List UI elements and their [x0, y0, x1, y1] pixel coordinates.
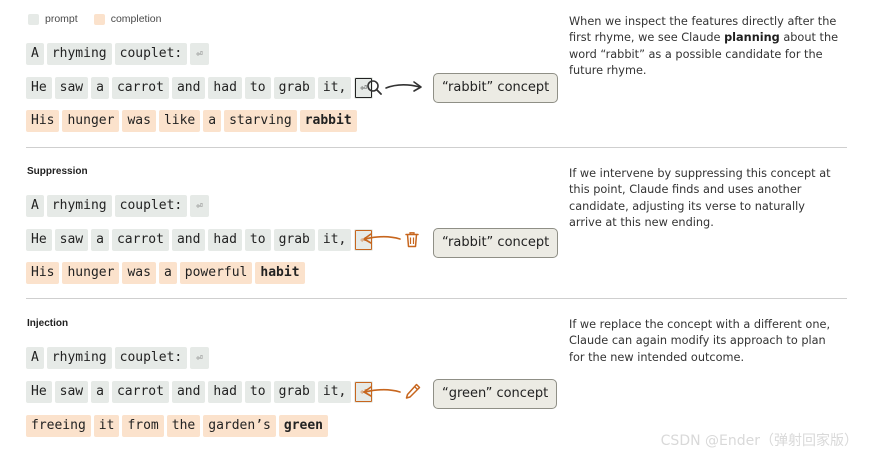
token: A	[26, 195, 44, 217]
return-icon: ⏎	[190, 195, 209, 217]
concept-box-green: “green” concept	[433, 379, 558, 409]
token: powerful	[179, 262, 253, 284]
token: hunger	[62, 262, 120, 284]
arrow-right-icon	[385, 81, 422, 92]
token: carrot	[111, 229, 169, 251]
return-icon: ⏎	[190, 43, 209, 65]
s0-description: When we inspect the features directly af…	[569, 14, 839, 79]
token: it,	[317, 381, 352, 403]
s2-description: If we replace the concept with a differe…	[569, 318, 831, 364]
token: had	[208, 381, 242, 403]
s1-description: If we intervene by suppressing this conc…	[569, 167, 831, 229]
token: a	[91, 77, 109, 99]
token: and	[171, 381, 206, 403]
token: was	[122, 110, 156, 132]
token: and	[171, 229, 206, 251]
pencil-icon	[405, 383, 421, 399]
token: garden’s	[203, 415, 276, 437]
s1-prompt-line-2: He saw a carrot and had to grab it, ⏎	[26, 229, 373, 251]
desc-bold: planning	[724, 31, 780, 45]
token: had	[208, 229, 242, 251]
token: the	[166, 415, 201, 437]
token: to	[244, 229, 271, 251]
token: a	[158, 262, 177, 284]
divider	[26, 298, 847, 299]
s0-prompt-line-2: He saw a carrot and had to grab it, ⏎	[26, 77, 373, 99]
rhyme-token: rabbit	[299, 110, 357, 132]
s1-prompt-line-1: A rhyming couplet: ⏎	[26, 195, 209, 217]
token: carrot	[111, 381, 169, 403]
token: grab	[273, 229, 315, 251]
rhyme-token: habit	[255, 262, 305, 284]
token: His	[26, 110, 60, 132]
watermark: CSDN @Ender（弹射回家版）	[660, 433, 858, 449]
token: a	[91, 381, 109, 403]
token: A	[26, 347, 44, 369]
rhyme-token: green	[278, 415, 329, 437]
token: saw	[54, 229, 89, 251]
token: a	[91, 229, 109, 251]
arrow-left-icon	[363, 233, 401, 244]
magnifier-icon	[367, 80, 382, 95]
desc-text: When we inspect the features directly af…	[569, 15, 837, 45]
token: carrot	[111, 77, 169, 99]
token: He	[26, 381, 52, 403]
s0-prompt-line-1: A rhyming couplet: ⏎	[26, 43, 209, 65]
token: couplet:	[114, 43, 188, 65]
token: freeing	[26, 415, 91, 437]
token: it	[93, 415, 120, 437]
token: a	[203, 110, 222, 132]
token: grab	[273, 77, 315, 99]
token: it,	[317, 229, 352, 251]
token: saw	[54, 77, 89, 99]
legend: prompt completion	[28, 13, 161, 25]
return-icon-highlighted: ⏎	[354, 77, 373, 99]
completion-swatch	[93, 13, 105, 25]
prompt-swatch	[28, 13, 39, 25]
token: had	[208, 77, 242, 99]
token: grab	[273, 381, 315, 403]
token: He	[26, 77, 52, 99]
token: and	[171, 77, 206, 99]
token: like	[158, 110, 201, 132]
token: it,	[317, 77, 352, 99]
token: from	[122, 415, 164, 437]
token: A	[26, 43, 44, 65]
s2-prompt-line-2: He saw a carrot and had to grab it, ⏎	[26, 381, 373, 403]
arrow-left-icon	[363, 386, 401, 397]
token: to	[244, 77, 271, 99]
token: hunger	[62, 110, 120, 132]
s2-completion-line: freeing it from the garden’s green	[26, 415, 329, 437]
trash-icon	[405, 232, 419, 248]
token: rhyming	[46, 43, 112, 65]
s0-completion-line: His hunger was like a starving rabbit	[26, 110, 357, 132]
token: rhyming	[46, 195, 112, 217]
token: saw	[54, 381, 89, 403]
token: couplet:	[114, 347, 188, 369]
s2-prompt-line-1: A rhyming couplet: ⏎	[26, 347, 209, 369]
token: to	[244, 381, 271, 403]
concept-box-rabbit: “rabbit” concept	[433, 73, 559, 103]
token: starving	[224, 110, 297, 132]
token: was	[122, 262, 156, 284]
s1-completion-line: His hunger was a powerful habit	[26, 262, 305, 284]
token: His	[26, 262, 60, 284]
legend-completion-label: completion	[110, 13, 162, 25]
token: He	[26, 229, 52, 251]
return-icon: ⏎	[190, 347, 209, 369]
section-title-injection: Injection	[27, 318, 69, 329]
token: couplet:	[114, 195, 188, 217]
desc-text: about the word “rabbit” as a possible ca…	[569, 31, 839, 77]
section-title-suppression: Suppression	[27, 166, 88, 177]
legend-prompt-label: prompt	[45, 13, 78, 25]
token: rhyming	[46, 347, 112, 369]
concept-box-rabbit: “rabbit” concept	[433, 228, 559, 258]
divider	[26, 147, 847, 148]
